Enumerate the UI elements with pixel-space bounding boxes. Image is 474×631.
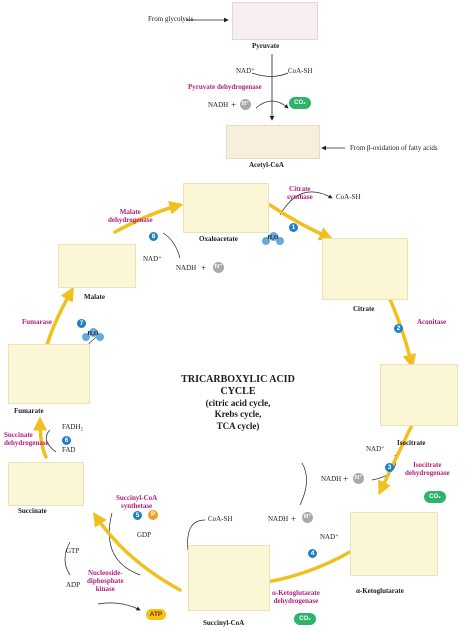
succinyl-coa-box [188,545,270,611]
acetyl-coa-label: Acetyl-CoA [249,161,284,169]
mdh-nadh-label: NADH [176,264,197,272]
isocitrate-dehydrogenase-label: Isocitrate dehydrogenase [405,461,450,477]
pdh-coa-label: CoA-SH [288,67,313,75]
succinate-dehydrogenase-label: Succinate dehydrogenase [4,431,49,447]
idh-nadh-label: NADH [321,475,342,483]
cycle-arrow-3 [378,423,414,496]
idh-co2: CO₂ [424,491,446,503]
citrate-synthase-label: Citrate synthase [287,185,313,201]
sdh-fadh2-label: FADH₂ [62,423,83,431]
citrate-synthase-coa-label: CoA-SH [336,193,361,201]
malate-dh-nad-arc [162,232,181,259]
pdh-nadh-label: NADH [208,101,229,109]
ndpk-gtp-arc [64,541,71,576]
isocitrate-box [380,364,458,426]
ndpk-atp-arc [97,602,141,611]
cycle-arrow-6 [33,416,48,459]
alpha-ketoglutarate-dehydrogenase-label: α-Ketoglutarate dehydrogenase [272,589,320,605]
akgdh-co2: CO₂ [294,613,316,625]
succinate-label: Succinate [18,507,47,515]
pyruvate-label: Pyruvate [252,42,280,50]
pyruvate-dehydrogenase-label: Pyruvate dehydrogenase [188,83,262,91]
alpha-ketoglutarate-label: α-Ketoglutarate [356,587,404,595]
mdh-h-plus: H⁺ [213,262,224,273]
citrate-synthase-water: H₂O [262,232,284,247]
malate-dehydrogenase-label: Malate dehydrogenase [108,208,153,224]
mdh-plus-label: + [201,263,207,273]
step-6-badge: 6 [62,436,71,445]
akgdh-h-plus: H⁺ [302,512,313,523]
from-glycolysis-label: From glycolysis [148,15,194,23]
akgdh-plus-label: + [291,514,297,524]
fumarase-water-label: H₂O [87,331,99,337]
oxaloacetate-label: Oxaloacetate [199,235,238,243]
scs-coa-label: CoA-SH [208,515,233,523]
citrate-box [322,238,408,300]
cycle-subtitle: (citric acid cycle, Krebs cycle, TCA cyc… [205,398,271,431]
ndpk-adp-label: ADP [66,581,81,589]
idh-plus-label: + [343,474,349,484]
akgdh-side-arc [299,462,307,506]
malate-box [58,244,136,288]
citrate-synthase-water-label: H₂O [267,235,279,241]
isocitrate-label: Isocitrate [397,439,426,447]
alpha-ketoglutarate-box [350,512,438,576]
citrate-synthase-coa-arc [279,191,333,216]
step-2-badge: 2 [394,324,403,333]
succinyl-coa-synthetase-label: Succinyl-CoA synthetase [116,494,158,510]
step-1-badge: 1 [289,223,298,232]
nucleoside-diphosphate-kinase-label: Nucleoside- diphosphate kinase [87,569,124,593]
fumarase-label: Fumarase [22,318,52,326]
sdh-fad-arc [45,429,57,453]
pdh-nad-label: NAD⁺ [236,67,255,75]
scs-gdp-arc [108,512,141,576]
from-beta-oxidation-label: From β-oxidation of fatty acids [350,144,438,152]
atp-badge: ATP [146,609,166,620]
pdh-plus-label: + [231,100,237,110]
citrate-label: Citrate [353,305,375,313]
cycle-arrow-1 [268,203,334,241]
scs-gdp-label: GDP [137,531,152,539]
cycle-arrow-8 [113,200,184,234]
pdh-side-arc-bottom [255,100,289,109]
cycle-title: TRICARBOXYLIC ACID CYCLE [181,374,295,397]
mdh-nad-label: NAD⁺ [143,255,162,263]
phosphate-circle: P [148,510,158,520]
fumarate-box [8,344,90,404]
fumarase-water: H₂O [82,328,104,343]
step-4-badge: 4 [308,549,317,558]
akgdh-nad-label: NAD⁺ [320,533,339,541]
acetyl-coa-box [226,125,320,159]
step-5-badge: 5 [133,511,142,520]
pdh-co2: CO₂ [289,97,311,109]
cycle-arrow-5 [93,512,182,592]
succinyl-coa-label: Succinyl-CoA [203,619,245,627]
akgdh-nadh-label: NADH [268,515,289,523]
pyruvate-box [232,2,318,40]
aconitase-label: Aconitase [417,318,447,326]
pdh-side-arc-top [251,72,289,77]
succinate-box [8,462,84,506]
fumarate-label: Fumarate [14,407,44,415]
step-7-badge: 7 [77,319,86,328]
scs-coa-arc [187,519,206,551]
malate-label: Malate [84,293,105,301]
idh-nad-label: NAD⁺ [366,445,385,453]
pdh-h-plus: H⁺ [240,99,251,110]
ndpk-gtp-label: GTP [66,547,80,555]
idh-h-plus: H⁺ [353,473,364,484]
oxaloacetate-box [183,183,269,233]
sdh-fad-label: FAD [62,446,76,454]
step-3-badge: 3 [385,463,394,472]
step-8-badge: 8 [149,232,158,241]
